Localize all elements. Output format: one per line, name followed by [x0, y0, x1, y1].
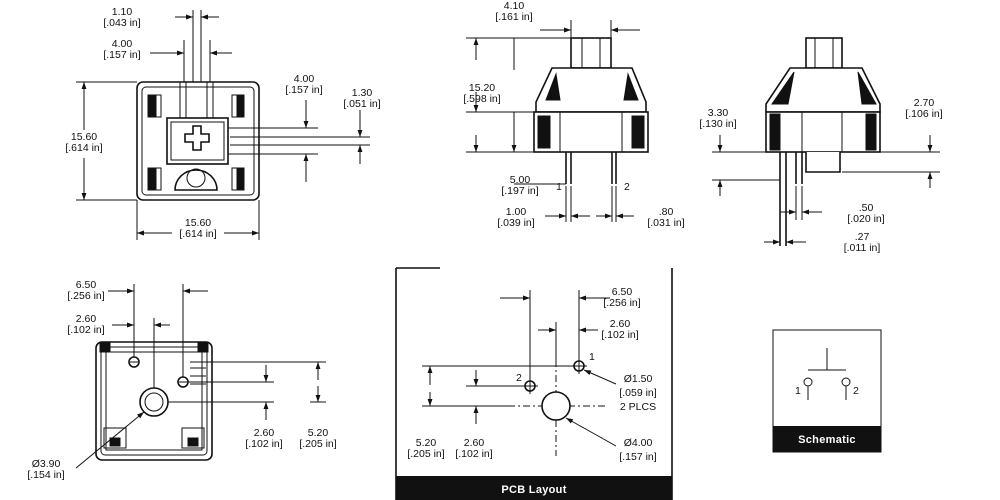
pcb-dim-left-inner-in: [.102 in] [455, 448, 492, 460]
side-dim-height-mm: 15.20 [469, 82, 495, 94]
side-pin1-label: 1 [556, 181, 562, 193]
front-view: 1.10 [.043 in] 4.00 [.157 in] 4.00 [.157… [65, 6, 381, 240]
side-dim-height-in: [.598 in] [463, 93, 500, 105]
front-dim-height-mm: 15.60 [71, 131, 97, 143]
pcb-pin2-label: 2 [516, 372, 522, 384]
front-view-stem-housing [166, 117, 229, 165]
side-dim-stem-in: [.161 in] [495, 11, 532, 23]
bottom-dim-diameter-in: [.154 in] [27, 469, 64, 481]
schematic-panel: Schematic 1 2 [772, 329, 882, 453]
front-dim-width-in: [.614 in] [179, 228, 216, 240]
side-view: 1 2 4.10 [.161 in] 15.20 [.598 in] 5.00 … [463, 0, 684, 229]
pcb-dim-hole-small-mm: Ø1.50 [624, 373, 653, 385]
pcb-caption-bar [396, 476, 672, 500]
cross-stem-icon [184, 125, 210, 151]
pcb-dim-left-outer-mm: 5.20 [416, 437, 437, 449]
schematic-pin1-label: 1 [795, 385, 801, 397]
schematic-caption-bar [773, 426, 881, 452]
front-dim-stem-in: [.043 in] [103, 17, 140, 29]
front-dim-right-stem-in: [.051 in] [343, 98, 380, 110]
pcb-caption: PCB Layout [501, 484, 566, 496]
side-pin2-label: 2 [624, 181, 630, 193]
bottom-dim-right-small-in: [.102 in] [245, 438, 282, 450]
front-dim-right-cross-in: [.157 in] [285, 84, 322, 96]
front-dim-right-stem-mm: 1.30 [352, 87, 373, 99]
bottom-dim-right-large-mm: 5.20 [308, 427, 329, 439]
pcb-dim-top-inner-in: [.102 in] [601, 329, 638, 341]
end-dim-right-mm: 2.70 [914, 97, 935, 109]
schematic-caption: Schematic [798, 434, 856, 446]
front-dim-stem-mm: 1.10 [112, 6, 133, 18]
pcb-center-hole [541, 391, 571, 421]
end-dim-left-mm: 3.30 [708, 107, 729, 119]
bottom-view: 6.50 [.256 in] 2.60 [.102 in] 2.60 [.102… [27, 279, 336, 481]
bottom-dim-right-small-mm: 2.60 [254, 427, 275, 439]
bottom-dim-right-large-in: [.205 in] [299, 438, 336, 450]
side-dim-pin1-in: [.039 in] [497, 217, 534, 229]
pcb-pin1-label: 1 [589, 351, 595, 363]
pcb-dim-left-inner-mm: 2.60 [464, 437, 485, 449]
pcb-layout-panel: PCB Layout 2 1 6.50 [.256 in] 2.60 [.102… [395, 267, 673, 500]
front-view-housing [136, 81, 260, 201]
pcb-dim-hole-small-in: [.059 in] [619, 387, 656, 399]
bottom-dim-diameter-mm: Ø3.90 [32, 458, 61, 470]
side-dim-pin2-in: [.031 in] [647, 217, 684, 229]
front-dim-cross-mm: 4.00 [112, 38, 133, 50]
side-dim-pin2-mm: .80 [659, 206, 674, 218]
front-dim-width-mm: 15.60 [185, 217, 211, 229]
schematic-pin2-label: 2 [853, 385, 859, 397]
switch-contact-2-icon [841, 377, 851, 387]
front-dim-height-in: [.614 in] [65, 142, 102, 154]
pcb-dim-top-outer-in: [.256 in] [603, 297, 640, 309]
side-dim-pin1-mm: 1.00 [506, 206, 527, 218]
pcb-dim-hole-small-note: 2 PLCS [620, 401, 656, 413]
side-dim-lower-mm: 5.00 [510, 174, 531, 186]
end-dim-pin-width-in: [.020 in] [847, 213, 884, 225]
end-dim-right-in: [.106 in] [905, 108, 942, 120]
end-dim-pin-width-mm: .50 [859, 202, 874, 214]
pcb-dim-hole-large-in: [.157 in] [619, 451, 656, 463]
bottom-dim-outer-in: [.256 in] [67, 290, 104, 302]
pcb-dim-left-outer-in: [.205 in] [407, 448, 444, 460]
side-dim-stem-mm: 4.10 [504, 0, 525, 12]
end-dim-left-in: [.130 in] [699, 118, 736, 130]
pcb-dim-top-outer-mm: 6.50 [612, 286, 633, 298]
switch-contact-1-icon [803, 377, 813, 387]
side-dim-lower-in: [.197 in] [501, 185, 538, 197]
front-dim-cross-in: [.157 in] [103, 49, 140, 61]
bottom-dim-outer-mm: 6.50 [76, 279, 97, 291]
end-dim-pin-thk-in: [.011 in] [844, 242, 881, 254]
pcb-dim-top-inner-mm: 2.60 [610, 318, 631, 330]
end-view: 3.30 [.130 in] 2.70 [.106 in] .50 [.020 … [699, 37, 943, 254]
end-view-bottom-housing [765, 111, 881, 153]
pcb-dim-hole-large-mm: Ø4.00 [624, 437, 653, 449]
side-view-bottom-housing [533, 111, 649, 153]
bottom-dim-inner-mm: 2.60 [76, 313, 97, 325]
bottom-dim-inner-in: [.102 in] [67, 324, 104, 336]
end-dim-pin-thk-mm: .27 [855, 231, 870, 243]
front-dim-right-cross-mm: 4.00 [294, 73, 315, 85]
